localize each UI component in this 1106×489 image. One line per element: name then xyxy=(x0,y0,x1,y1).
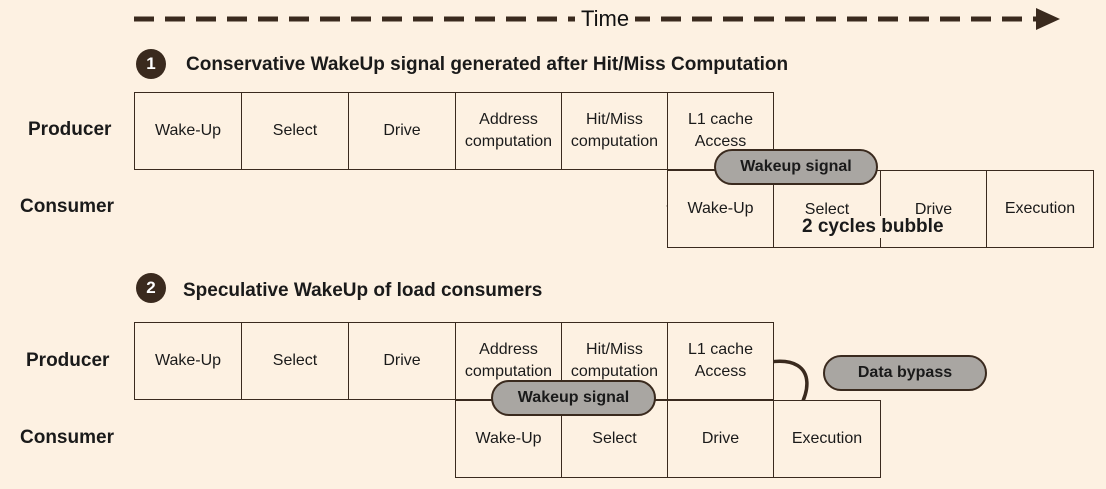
s1-consumer-stage-wakeup: Wake-Up xyxy=(667,170,774,248)
scenario-1-consumer-label: Consumer xyxy=(20,196,114,217)
scenario-1-title: Conservative WakeUp signal generated aft… xyxy=(186,54,789,75)
scenario-1-producer-label: Producer xyxy=(28,119,112,140)
s1-producer-stage-hitmiss: Hit/Miss computation xyxy=(561,92,668,170)
scenario-2-number: 2 xyxy=(136,273,166,303)
scenario-2-title: Speculative WakeUp of load consumers xyxy=(183,280,543,301)
s1-producer-stage-wakeup: Wake-Up xyxy=(134,92,242,170)
s2-data-bypass-pill: Data bypass xyxy=(823,355,987,391)
s1-producer-stage-select: Select xyxy=(241,92,349,170)
time-label: Time xyxy=(575,6,636,32)
s2-producer-stage-drive: Drive xyxy=(348,322,456,400)
s2-consumer-stage-drive: Drive xyxy=(667,400,774,478)
s2-consumer-stage-execution: Execution xyxy=(773,400,881,478)
scenario-1-number: 1 xyxy=(136,49,166,79)
scenario-2-producer-label: Producer xyxy=(26,350,110,371)
scenario-2-consumer-label: Consumer xyxy=(20,427,114,448)
s1-bubble-label: 2 cycles bubble xyxy=(800,216,946,238)
s2-producer-stage-wakeup: Wake-Up xyxy=(134,322,242,400)
s2-producer-stage-l1: L1 cache Access xyxy=(667,322,774,400)
s2-wakeup-signal-pill: Wakeup signal xyxy=(491,380,656,416)
s2-producer-stage-select: Select xyxy=(241,322,349,400)
s1-wakeup-signal-pill: Wakeup signal xyxy=(714,149,878,185)
s1-producer-stage-address: Address computation xyxy=(455,92,562,170)
s1-producer-stage-drive: Drive xyxy=(348,92,456,170)
s1-consumer-stage-execution: Execution xyxy=(986,170,1094,248)
time-axis-arrowhead xyxy=(1036,8,1060,30)
